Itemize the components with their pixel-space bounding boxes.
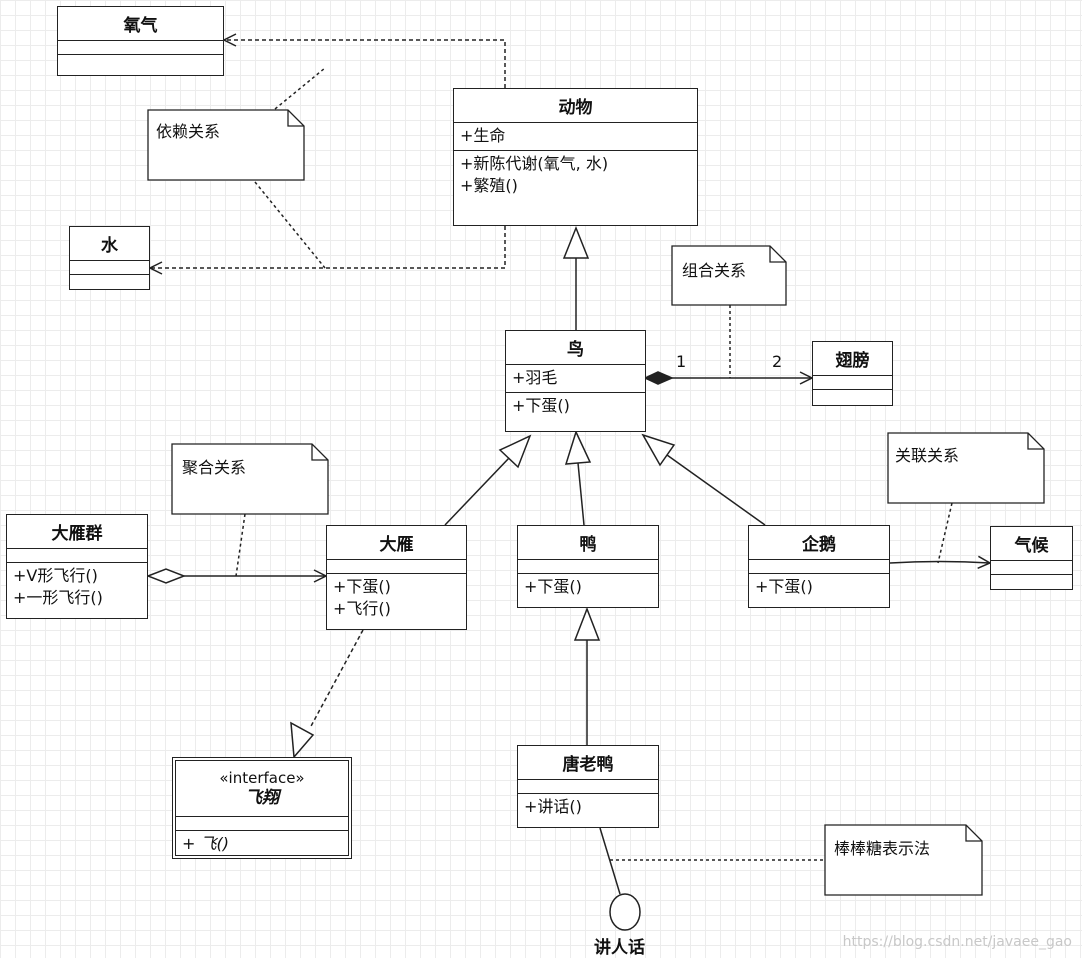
attributes-compartment: +羽毛 bbox=[506, 365, 645, 393]
attributes-compartment bbox=[176, 817, 348, 831]
operation: +飞行() bbox=[333, 599, 391, 618]
attributes-compartment bbox=[518, 560, 658, 574]
note-anchor-dependency-bottom bbox=[254, 181, 326, 269]
class-name: 企鹅 bbox=[749, 526, 889, 560]
note-composition bbox=[671, 245, 787, 306]
inheritance-triangle-goose bbox=[498, 434, 532, 469]
operation: +繁殖() bbox=[460, 176, 518, 195]
class-name: 翅膀 bbox=[813, 342, 892, 376]
class-water[interactable]: 水 bbox=[69, 226, 150, 290]
lollipop-circle bbox=[609, 893, 641, 931]
multiplicity-wing: 2 bbox=[772, 352, 783, 371]
class-name: 大雁 bbox=[327, 526, 466, 560]
operations-compartment: +下蛋() +飞行() bbox=[327, 574, 466, 623]
attribute: +羽毛 bbox=[512, 368, 558, 387]
operations-compartment: +讲话() bbox=[518, 794, 658, 821]
class-oxygen[interactable]: 氧气 bbox=[57, 6, 224, 76]
class-animal[interactable]: 动物 +生命 +新陈代谢(氧气, 水) +繁殖() bbox=[453, 88, 698, 226]
operations-compartment: +V形飞行() +一形飞行() bbox=[7, 563, 147, 612]
attributes-compartment bbox=[991, 561, 1072, 575]
operations-compartment: +下蛋() bbox=[506, 393, 645, 420]
inheritance-triangle-duck bbox=[564, 429, 592, 465]
attribute: +生命 bbox=[460, 126, 506, 145]
note-association bbox=[887, 432, 1045, 504]
class-name: 气候 bbox=[991, 527, 1072, 561]
note-lollipop bbox=[824, 824, 983, 896]
operations-compartment: +新陈代谢(氧气, 水) +繁殖() bbox=[454, 151, 697, 200]
realization-line bbox=[309, 629, 364, 729]
operation: +新陈代谢(氧气, 水) bbox=[460, 154, 609, 173]
operations-compartment bbox=[70, 275, 149, 289]
dependency-line-water bbox=[150, 226, 506, 268]
note-text-lollipop: 棒棒糖表示法 bbox=[834, 839, 931, 858]
class-bird[interactable]: 鸟 +羽毛 +下蛋() bbox=[505, 330, 646, 432]
attributes-compartment bbox=[7, 549, 147, 563]
operation: +下蛋() bbox=[333, 577, 391, 596]
interface-fly[interactable]: «interface» 飞翔 + 飞() bbox=[172, 757, 352, 859]
note-anchor-dependency-top bbox=[274, 67, 326, 110]
note-dependency bbox=[147, 109, 305, 181]
inheritance-line-penguin-bird bbox=[666, 454, 766, 526]
operation: +讲话() bbox=[524, 797, 582, 816]
class-name: 唐老鸭 bbox=[518, 746, 658, 780]
class-goose-flock[interactable]: 大雁群 +V形飞行() +一形飞行() bbox=[6, 514, 148, 619]
operations-compartment: +下蛋() bbox=[518, 574, 658, 601]
operation: +V形飞行() bbox=[13, 566, 98, 585]
note-text-dependency: 依赖关系 bbox=[156, 122, 221, 141]
class-duck[interactable]: 鸭 +下蛋() bbox=[517, 525, 659, 608]
inheritance-triangle-penguin bbox=[641, 433, 676, 467]
stereotype: «interface» bbox=[219, 768, 305, 787]
class-climate[interactable]: 气候 bbox=[990, 526, 1073, 590]
watermark: https://blog.csdn.net/javaee_gao bbox=[842, 934, 1072, 950]
attributes-compartment bbox=[813, 376, 892, 390]
attributes-compartment bbox=[518, 780, 658, 794]
class-donald-duck[interactable]: 唐老鸭 +讲话() bbox=[517, 745, 659, 828]
operations-compartment bbox=[991, 575, 1072, 589]
note-anchor-association bbox=[937, 502, 953, 564]
class-goose[interactable]: 大雁 +下蛋() +飞行() bbox=[326, 525, 467, 630]
attributes-compartment: +生命 bbox=[454, 123, 697, 151]
attributes-compartment bbox=[58, 41, 223, 55]
operations-compartment: + 飞() bbox=[176, 831, 348, 858]
attributes-compartment bbox=[327, 560, 466, 574]
note-aggregation bbox=[171, 443, 329, 515]
class-name: 水 bbox=[70, 227, 149, 261]
operation: +一形飞行() bbox=[13, 588, 103, 607]
note-text-association: 关联关系 bbox=[895, 446, 960, 465]
attributes-compartment bbox=[749, 560, 889, 574]
class-penguin[interactable]: 企鹅 +下蛋() bbox=[748, 525, 890, 608]
operation: +下蛋() bbox=[524, 577, 582, 596]
attributes-compartment bbox=[70, 261, 149, 275]
operations-compartment bbox=[58, 55, 223, 69]
association-line bbox=[889, 562, 990, 564]
class-name: 动物 bbox=[454, 89, 697, 123]
inheritance-line-duck-bird bbox=[577, 462, 585, 526]
aggregation-diamond bbox=[145, 568, 187, 584]
realization-triangle bbox=[290, 721, 315, 759]
class-name: 氧气 bbox=[58, 7, 223, 41]
class-wing[interactable]: 翅膀 bbox=[812, 341, 893, 406]
operations-compartment: +下蛋() bbox=[749, 574, 889, 601]
class-name: 大雁群 bbox=[7, 515, 147, 549]
note-text-composition: 组合关系 bbox=[682, 261, 747, 280]
dependency-line-oxygen bbox=[224, 40, 506, 88]
composition-diamond bbox=[643, 371, 674, 385]
class-name: 鸭 bbox=[518, 526, 658, 560]
inheritance-triangle-duck-bottom bbox=[573, 606, 601, 641]
class-name: 鸟 bbox=[506, 331, 645, 365]
interface-name: 飞翔 bbox=[245, 787, 279, 808]
lollipop-interface-label: 讲人话 bbox=[594, 938, 645, 958]
operations-compartment bbox=[813, 390, 892, 404]
inheritance-triangle-animal bbox=[562, 225, 590, 259]
operation: +下蛋() bbox=[755, 577, 813, 596]
note-anchor-aggregation bbox=[235, 513, 246, 577]
lollipop-stem bbox=[599, 827, 621, 895]
interface-header: «interface» 飞翔 bbox=[176, 761, 348, 817]
note-text-aggregation: 聚合关系 bbox=[182, 458, 247, 477]
operation: + 飞() bbox=[182, 834, 229, 853]
inheritance-line-goose-bird bbox=[444, 457, 510, 526]
multiplicity-bird: 1 bbox=[676, 352, 687, 371]
operation: +下蛋() bbox=[512, 396, 570, 415]
